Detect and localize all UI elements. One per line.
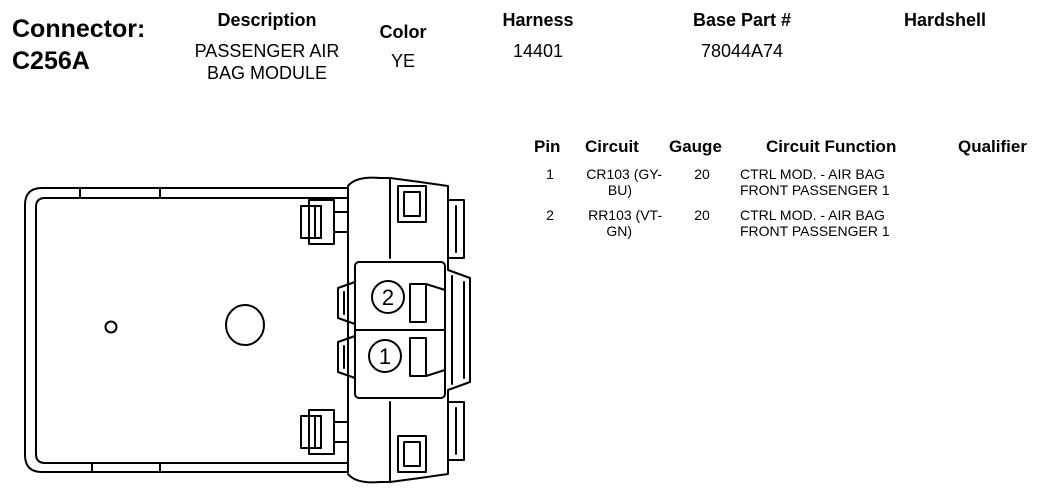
upper-latch bbox=[300, 199, 349, 245]
harness-value: 14401 bbox=[512, 41, 564, 61]
hardshell-header: Hardshell bbox=[903, 10, 987, 30]
pin-1-label: 1 bbox=[379, 344, 391, 369]
harness-header: Harness bbox=[502, 10, 574, 30]
pin-2-circle bbox=[371, 280, 405, 314]
pin-2-label: 2 bbox=[382, 285, 394, 310]
description-header: Description bbox=[217, 10, 317, 30]
row-function-line1: CTRL MOD. - AIR BAG bbox=[740, 166, 885, 182]
small-hole bbox=[104, 320, 118, 334]
row-circuit-line1: RR103 (VT- bbox=[588, 207, 662, 223]
row-function-line2: FRONT PASSENGER 1 bbox=[740, 223, 890, 239]
circuit-function-header: Circuit Function bbox=[766, 137, 897, 156]
row-function-line1: CTRL MOD. - AIR BAG bbox=[740, 207, 885, 223]
base-part-header: Base Part # bbox=[692, 10, 792, 30]
row-pin: 1 bbox=[546, 166, 554, 182]
circuit-header: Circuit bbox=[585, 137, 639, 156]
connector-head bbox=[347, 176, 471, 484]
gauge-header: Gauge bbox=[669, 137, 722, 156]
row-function-line2: FRONT PASSENGER 1 bbox=[740, 182, 890, 198]
row-gauge: 20 bbox=[694, 166, 710, 182]
lower-latch bbox=[300, 409, 349, 455]
description-value-line1: PASSENGER AIR bbox=[194, 41, 340, 61]
pin-cavity-block bbox=[337, 261, 446, 399]
row-circuit-line1: CR103 (GY- bbox=[586, 166, 662, 182]
connector-id: C256A bbox=[12, 47, 90, 75]
color-header: Color bbox=[379, 22, 427, 42]
connector-body bbox=[24, 187, 349, 473]
pin-1-circle bbox=[368, 339, 402, 373]
color-value: YE bbox=[390, 51, 415, 71]
row-circuit-line2: BU) bbox=[607, 182, 632, 198]
row-gauge: 20 bbox=[694, 207, 710, 223]
pin-header: Pin bbox=[534, 137, 561, 156]
base-part-value: 78044A74 bbox=[700, 41, 784, 61]
description-value-line2: BAG MODULE bbox=[206, 63, 328, 83]
row-pin: 2 bbox=[546, 207, 554, 223]
qualifier-header: Qualifier bbox=[958, 137, 1027, 156]
connector-label: Connector: bbox=[12, 15, 146, 43]
row-circuit-line2: GN) bbox=[606, 223, 632, 239]
large-hole bbox=[225, 304, 265, 346]
